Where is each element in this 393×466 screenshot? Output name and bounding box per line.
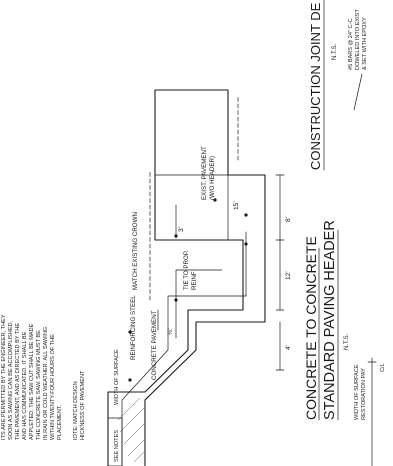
- bars-note-3: & SET WITH EPOXY: [362, 17, 368, 70]
- paving-header-detail: REINFORCING STEEL CONCRETE PAVEMENT MATC…: [107, 89, 350, 466]
- leader-line: [353, 73, 363, 111]
- existing-pavement-block: [154, 89, 229, 241]
- note-line-4: AND HAS COMMUNICATED. IT SHALL BE: [22, 331, 28, 440]
- sawcut-hatching: [117, 397, 145, 463]
- dim-4: 4': [285, 345, 292, 350]
- rebar-dot: [244, 242, 248, 246]
- existing-pavement-label: EXIST. PAVEMENT: [201, 146, 208, 200]
- note-line-5: APPLETED. THE SAW CUT SHALL BE MADE: [29, 323, 35, 440]
- restoration-detail: WIDTH OF SURFACE RESTORATION PAY C/L WID…: [114, 349, 386, 466]
- existing-pavement-sub-label: (W/O HEADER): [209, 156, 216, 200]
- dim-half: ½': [166, 328, 174, 335]
- tie-bar: [175, 269, 223, 339]
- rebar-dot: [174, 298, 178, 302]
- tie-to-prop-label: TIE TO PROP.: [183, 250, 190, 290]
- rebar-dot: [213, 198, 217, 202]
- header-title-line-1: CONCRETE TO CONCRETE: [303, 236, 319, 420]
- dim-15: 15': [233, 201, 240, 210]
- construction-joint-nts: N.T.S.: [332, 43, 338, 60]
- bars-note-2: DOWELED INTO EXIST: [355, 9, 361, 70]
- see-notes-box: SEE NOTES: [107, 417, 123, 466]
- dim-12: 12': [285, 271, 292, 280]
- rebar-dot: [244, 213, 248, 217]
- reinforcing-steel-label: REINFORCING STEEL: [130, 295, 137, 360]
- dim-8: 8': [285, 217, 292, 222]
- note-line-7: IN RAIN OR COLD WEATHER. ALL SAWING: [43, 327, 49, 440]
- rebar-dot: [128, 330, 132, 334]
- note-line-1: ITS ARE PERMITTED BY THE ENGINEER, THEY: [1, 314, 7, 440]
- width-surface-bottom-label: WIDTH OF SURFACE: [114, 349, 120, 405]
- match-crown-label: MATCH EXISTING CROWN: [132, 212, 139, 290]
- design-note-line-1: IOTE: MATCH DESIGN: [73, 381, 79, 440]
- general-notes: ITS ARE PERMITTED BY THE ENGINEER, THEY …: [1, 314, 86, 440]
- rebar-dot: [128, 378, 132, 382]
- design-note-line-2: HICKNESS OF PAVEMENT: [80, 370, 86, 440]
- note-line-6: THE CONCRETE SAW. SAWING MUST BE: [36, 330, 42, 440]
- concrete-pavement-label: CONCRETE PAVEMENT: [151, 310, 158, 380]
- construction-joint-detail: CONSTRUCTION JOINT DE N.T.S. #5 BARS @ 2…: [308, 0, 368, 171]
- bars-note-1: #5 BARS @ 24" C-C: [348, 19, 354, 71]
- dimension-lines: [157, 174, 285, 371]
- pavement-outline-inner: [144, 89, 266, 466]
- reinforcing-steel-bar: [121, 231, 247, 466]
- header-nts: N.T.S.: [344, 333, 350, 350]
- see-notes-label: SEE NOTES: [114, 430, 120, 462]
- pavement-outline: [107, 89, 244, 466]
- centerline-label: C/L: [380, 363, 386, 372]
- width-surface-label: WIDTH OF SURFACE: [354, 364, 360, 420]
- construction-joint-title: CONSTRUCTION JOINT DE: [308, 2, 323, 170]
- note-line-8: WITHIN TWENTY-FOUR HOURS OF THE: [50, 334, 56, 440]
- width-surface-pay-label: RESTORATION PAY: [361, 368, 367, 420]
- note-line-2: SOON AS SAWING CAN BE ACCOMPLISHED,: [8, 320, 14, 440]
- tie-to-prop-sub-label: REINF: [191, 271, 198, 290]
- dim-3: 3': [178, 227, 185, 232]
- note-line-3: THE PAVEMENT, AND AS DIRECTED BY THE: [15, 323, 21, 440]
- header-title-line-2: STANDARD PAVING HEADER: [322, 220, 338, 420]
- note-line-9: PLACEMENT.: [57, 404, 63, 440]
